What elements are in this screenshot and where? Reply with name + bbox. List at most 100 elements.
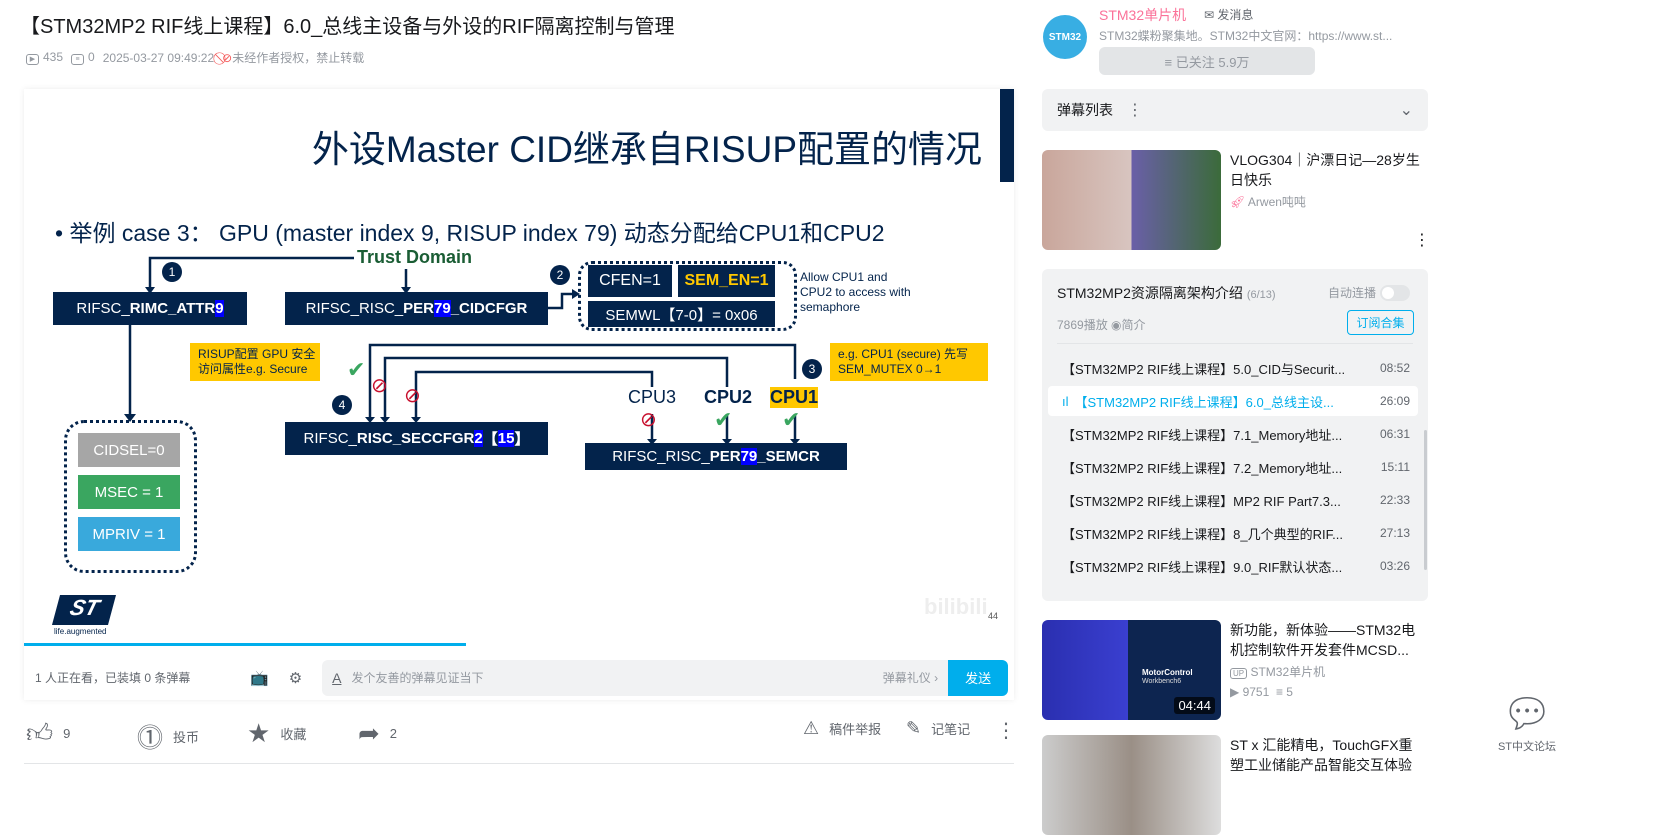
cidcfgr-fields-group: [578, 261, 797, 331]
playing-icon: ıl: [1062, 393, 1069, 409]
divider: [1057, 343, 1413, 344]
danmaku-input[interactable]: A 发个友善的弹幕见证当下 弹幕礼仪 ›: [322, 659, 949, 696]
subscribe-button[interactable]: 订阅合集: [1347, 310, 1414, 335]
st-logo: ST: [51, 595, 117, 625]
video-frame[interactable]: 外设Master CID继承自RISUP配置的情况 • 举例 case 3： G…: [24, 89, 1014, 645]
progress-bar[interactable]: [24, 643, 466, 646]
uploader-desc: STM32蝶粉聚集地。STM32中文官网：https://www.st...: [1099, 29, 1393, 43]
eye-icon: ◉: [1111, 318, 1122, 332]
report-label: 稿件举报: [829, 722, 882, 737]
message-button[interactable]: ✉ 发消息: [1204, 6, 1253, 23]
play-count: 7869播放: [1057, 318, 1108, 332]
up-icon: UP: [1230, 668, 1248, 679]
slide-title: 外设Master CID继承自RISUP配置的情况: [311, 129, 982, 170]
intro-link[interactable]: 简介: [1121, 318, 1146, 332]
slide-accent-bar: [1000, 89, 1014, 182]
font-style-icon[interactable]: A: [332, 669, 342, 686]
playlist-item[interactable]: 【STM32MP2 RIF线上课程】5.0_CID与Securit...08:5…: [1048, 353, 1418, 383]
bilibili-watermark: bilibili: [924, 594, 988, 619]
share-icon: ➦: [358, 718, 380, 748]
playlist-title[interactable]: STM32MP2资源隔离架构介绍 (6/13): [1057, 283, 1276, 303]
report-button[interactable]: ⚠ 稿件举报: [803, 718, 881, 739]
step-2-badge: 2: [550, 265, 570, 285]
warning-icon: ⚠: [803, 718, 820, 738]
rec-video-thumbnail[interactable]: [1042, 150, 1221, 250]
avatar-text: STM32: [1048, 31, 1082, 43]
playlist-item[interactable]: 【STM32MP2 RIF线上课程】7.1_Memory地址...06:31: [1048, 419, 1418, 449]
diagram-lines: [124, 256, 800, 445]
more-icon[interactable]: ⋮: [1414, 232, 1430, 249]
rec-video-title[interactable]: ST x 汇能精电，TouchGFX重塑工业储能产品智能交互体验: [1230, 737, 1413, 773]
more-icon[interactable]: ⋮: [1127, 102, 1143, 119]
cidsel-field: CIDSEL=0: [78, 433, 180, 467]
send-button[interactable]: 发送: [948, 659, 1009, 696]
favorite-button[interactable]: ★收藏: [247, 718, 306, 749]
coin-icon: ⓵: [137, 723, 164, 753]
autoplay-toggle[interactable]: 自动连播: [1328, 284, 1411, 301]
mpriv-field: MPRIV = 1: [78, 517, 180, 551]
playlist-item[interactable]: 【STM32MP2 RIF线上课程】9.0_RIF默认状态...03:26: [1048, 551, 1418, 581]
playlist-item-duration: 03:26: [1379, 559, 1410, 573]
like-count: 9: [63, 726, 71, 741]
publish-date: 2025-03-27 09:49:22: [102, 50, 215, 65]
chevron-down-icon: ⌄: [1399, 102, 1413, 119]
uploader-avatar[interactable]: STM32: [1043, 15, 1087, 59]
video-meta: ▶435 ≡0 2025-03-27 09:49:22 ⃠⊘未经作者授权，禁止转…: [26, 49, 364, 66]
cpu1-label: CPU1: [770, 387, 819, 408]
playlist-index: (6/13): [1246, 289, 1276, 301]
note-icon: ✎: [906, 718, 922, 738]
toggle-switch[interactable]: [1380, 284, 1411, 301]
play-count-icon: ▶: [26, 54, 39, 65]
prohibit-icon: ⊘: [404, 385, 421, 407]
rec-video-author[interactable]: 🚀︎ Arwen吨吨: [1230, 193, 1306, 210]
forum-float-button[interactable]: 💬︎ ST中文论坛: [1493, 690, 1561, 760]
thumb-sub: Workbench6: [1142, 678, 1182, 685]
more-icon[interactable]: ⋮: [996, 720, 1016, 742]
follow-button[interactable]: ≡ 已关注 5.9万: [1099, 47, 1315, 75]
cpu2-label: CPU2: [704, 387, 753, 407]
playlist-item-title: 【STM32MP2 RIF线上课程】6.0_总线主设...: [1074, 394, 1334, 410]
cfen-field: CFEN=1: [588, 265, 672, 297]
playlist-item[interactable]: 【STM32MP2 RIF线上课程】7.2_Memory地址...15:11: [1048, 452, 1418, 482]
like-button[interactable]: 👍︎9: [26, 718, 70, 749]
rec-video-thumbnail[interactable]: MotorControl Workbench6 04:44: [1042, 620, 1221, 720]
danmaku-placeholder: 发个友善的弹幕见证当下: [351, 671, 484, 685]
video-title: 【STM32MP2 RIF线上课程】6.0_总线主设备与外设的RIF隔离控制与管…: [20, 16, 675, 38]
danmaku-list-toggle[interactable]: 弹幕列表 ⋮ ⌄: [1042, 89, 1428, 131]
rec-video-thumbnail[interactable]: [1042, 735, 1221, 835]
playlist-scrollbar[interactable]: [1424, 430, 1427, 570]
uploader-name[interactable]: STM32单片机: [1099, 7, 1187, 23]
rimc-fields-group: [64, 420, 197, 573]
playlist-item[interactable]: ıl 【STM32MP2 RIF线上课程】6.0_总线主设... 26:09: [1048, 386, 1418, 416]
page-number: 44: [988, 611, 999, 621]
copyright-notice: ⃠⊘未经作者授权，禁止转载: [222, 49, 364, 66]
danmaku-toggle-icon[interactable]: 📺: [250, 669, 269, 687]
slide-bullet: • 举例 case 3： GPU (master index 9, RISUP …: [55, 220, 885, 246]
share-count: 2: [389, 726, 398, 741]
playlist-item[interactable]: 【STM32MP2 RIF线上课程】8_几个典型的RIF...27:13: [1048, 518, 1418, 548]
playlist-item-duration: 26:09: [1379, 394, 1410, 408]
rec-video-title[interactable]: 新功能，新体验——STM32电机控制软件开发套件MCSD...: [1230, 622, 1416, 658]
semwl-field: SEMWL【7-0】= 0x06: [588, 301, 775, 327]
danmaku-etiquette-link[interactable]: 弹幕礼仪 ›: [882, 671, 939, 685]
rec-video-title[interactable]: VLOG304｜沪漂日记—28岁生日快乐: [1230, 152, 1420, 188]
autoplay-label: 自动连播: [1328, 286, 1377, 300]
envelope-icon: ✉: [1204, 8, 1218, 22]
rec-video-author[interactable]: UP STM32单片机: [1230, 663, 1325, 680]
playlist-item-duration: 08:52: [1379, 361, 1410, 375]
danmaku-settings-icon[interactable]: ⚙: [288, 669, 303, 687]
playlist-item-title: 【STM32MP2 RIF线上课程】7.2_Memory地址...: [1062, 460, 1343, 476]
step-1-badge: 1: [162, 262, 182, 282]
bullet-text: 举例 case 3： GPU (master index 9, RISUP in…: [69, 220, 885, 246]
notes-button[interactable]: ✎记笔记: [906, 718, 970, 739]
playlist-item-duration: 06:31: [1379, 427, 1410, 441]
share-button[interactable]: ➦2: [358, 718, 397, 749]
thumb-brand: MotorControl: [1142, 668, 1193, 677]
playlist-item[interactable]: 【STM32MP2 RIF线上课程】MP2 RIF Part7.3...22:3…: [1048, 485, 1418, 515]
